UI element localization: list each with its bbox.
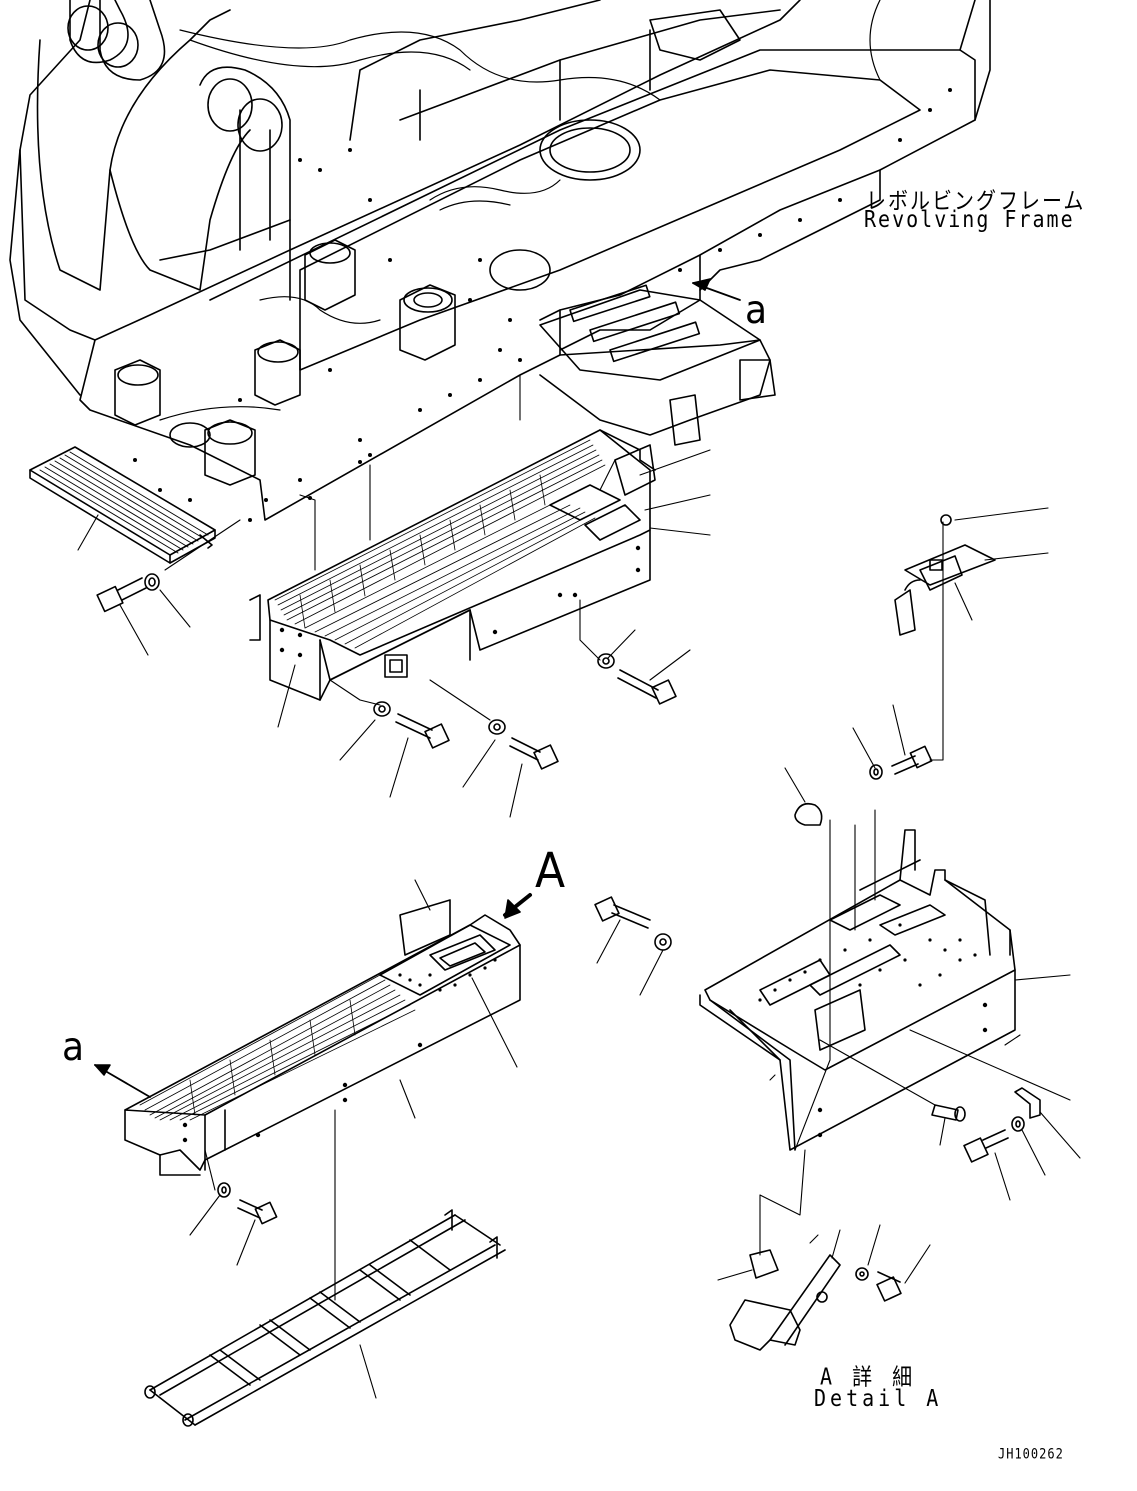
pin-right (931, 1104, 966, 1122)
latch-cover (894, 514, 996, 636)
detail-a-label-en: Detail A (814, 1384, 943, 1412)
step-platform (249, 429, 656, 701)
revolving-frame (9, 0, 991, 522)
detail-a-label-jp: A 詳 細 (820, 1362, 917, 1391)
bolt-lower-left (217, 1182, 278, 1225)
clip-ring (794, 802, 823, 826)
clip-right (1014, 1087, 1041, 1119)
bolt-platform-mid (373, 701, 450, 749)
bolt-platform-right (597, 653, 677, 705)
bolt-platform-left (488, 719, 559, 770)
bolt-step (96, 573, 160, 613)
revolving-frame-label-en: Revolving Frame (864, 205, 1075, 233)
revolving-frame-label-jp: レボルビングフレーム (866, 186, 1086, 215)
view-letter-a: A (535, 843, 566, 900)
leader-lines (77, 374, 1081, 1399)
step-plate (29, 446, 216, 564)
reference-letter-a-bottom: a (62, 1025, 85, 1071)
bolt-right-upper (594, 896, 672, 951)
ladder (144, 1209, 506, 1427)
lower-step-box (94, 893, 532, 1176)
bolt-right-lower (963, 1116, 1025, 1163)
bolt-latch (869, 745, 933, 780)
reference-letter-a-top: a (745, 288, 768, 334)
drawing-code: JH100262 (998, 1446, 1064, 1463)
mount-blocks (114, 239, 456, 486)
detail-a (729, 1249, 902, 1351)
right-step-box (699, 829, 1016, 1151)
